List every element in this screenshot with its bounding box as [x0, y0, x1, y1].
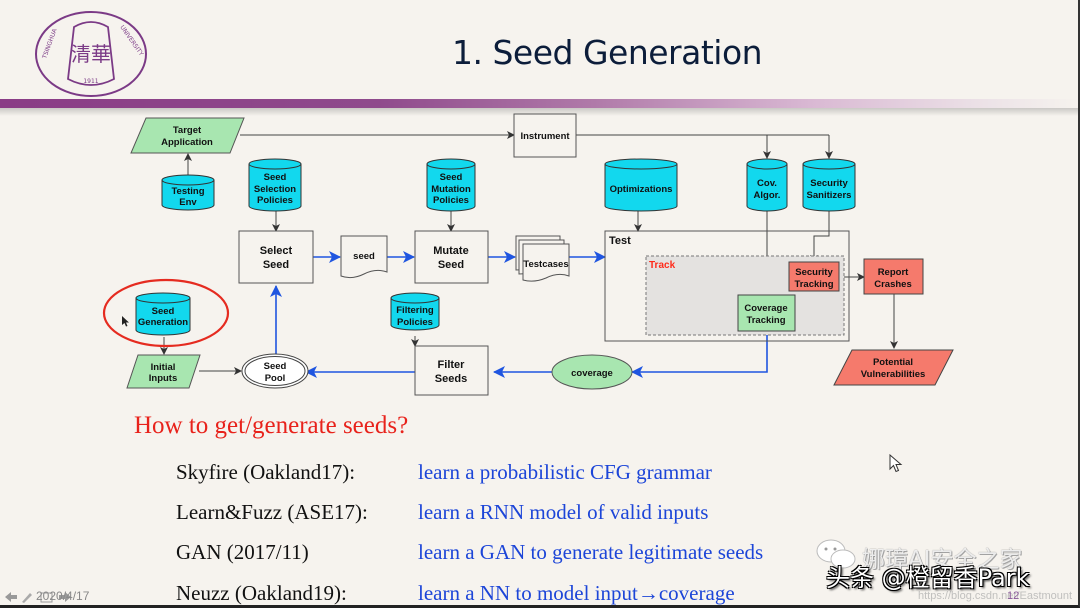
filtering-line2: Policies	[397, 317, 433, 328]
prev-slide-icon	[5, 592, 17, 602]
seed-gen-line2: Generation	[138, 317, 188, 328]
tsinghua-university-seal-icon: 清華 1911 TSINGHUA UNIVERSITY	[35, 11, 147, 97]
select-seed-line1: Select	[260, 245, 293, 257]
node-seed-selection-policies: Seed Selection Policies	[248, 158, 302, 212]
node-seed-mutation-policies: Seed Mutation Policies	[426, 158, 476, 212]
test-container	[604, 230, 850, 342]
header-accent-bar	[0, 99, 1080, 108]
seal-chars: 清華	[71, 42, 111, 66]
instrument-label: Instrument	[520, 131, 570, 142]
select-seed-line2: Seed	[263, 259, 289, 271]
initial-inputs-line1: Initial	[151, 362, 176, 373]
wechat-icon	[816, 539, 856, 569]
sec-san-line2: Sanitizers	[807, 190, 852, 201]
cov-algor-line1: Cov.	[757, 178, 777, 189]
cov-track-line1: Coverage	[744, 303, 787, 314]
approach-name: GAN (2017/11)	[176, 540, 309, 564]
node-target-application: Target Application	[130, 117, 245, 154]
track-label: Track	[649, 260, 676, 271]
approach-description: learn a probabilistic CFG grammar	[418, 460, 712, 484]
next-slide-icon	[59, 592, 71, 602]
node-mutate-seed: Mutate Seed	[414, 230, 489, 284]
slideshow-nav-controls[interactable]	[3, 590, 73, 604]
filtering-line1: Filtering	[396, 305, 434, 316]
node-security-sanitizers: Security Sanitizers	[802, 158, 856, 212]
ssp-line3: Policies	[257, 195, 293, 206]
smp-line2: Mutation	[431, 184, 471, 195]
smp-line1: Seed	[440, 172, 463, 183]
highlight-circle	[102, 278, 230, 348]
toutiao-watermark: 头条 @橙留香Park	[826, 564, 1030, 592]
mouse-cursor-icon	[889, 454, 903, 473]
sec-track-line1: Security	[795, 267, 833, 278]
approach-description: learn a RNN model of valid inputs	[418, 500, 709, 524]
cov-track-line2: Tracking	[746, 315, 785, 326]
approach-name: Neuzz (Oakland19):	[176, 581, 347, 605]
node-filtering-policies: Filtering Policies	[390, 292, 440, 331]
mouse-cursor-small-icon	[122, 316, 129, 327]
node-testcases: Testcases	[515, 235, 570, 282]
testcases-label: Testcases	[523, 259, 568, 270]
node-testing-env: Testing Env	[161, 174, 215, 211]
node-instrument: Instrument	[513, 113, 577, 158]
page-number: 12	[1007, 590, 1020, 602]
report-line1: Report	[878, 267, 909, 278]
coverage-label: coverage	[571, 368, 613, 379]
header-shadow	[0, 108, 1080, 116]
testing-env-line1: Testing	[171, 186, 204, 197]
approach-description: learn a GAN to generate legitimate seeds	[418, 540, 764, 564]
target-application-line2: Application	[161, 137, 213, 148]
seal-year: 1911	[83, 78, 98, 85]
report-line2: Crashes	[874, 279, 912, 290]
node-potential-vulnerabilities: Potential Vulnerabilities	[833, 349, 954, 386]
initial-inputs-line2: Inputs	[149, 373, 178, 384]
node-filter-seeds: Filter Seeds	[414, 345, 489, 396]
sec-san-line1: Security	[810, 178, 848, 189]
test-label: Test	[609, 235, 631, 247]
smp-line3: Policies	[433, 195, 469, 206]
optimizations-label: Optimizations	[610, 184, 673, 195]
wechat-watermark: 娜璋AI安全之家	[862, 547, 1023, 573]
node-seed-generation: Seed Generation	[135, 292, 191, 336]
node-coverage: coverage	[551, 354, 633, 390]
seed-pool-line2: Pool	[265, 373, 286, 384]
target-application-line1: Target	[173, 125, 202, 136]
filter-seeds-line1: Filter	[438, 359, 466, 371]
question-heading: How to get/generate seeds?	[134, 412, 409, 439]
node-seed-document: seed	[340, 235, 388, 279]
approach-name: Skyfire (Oakland17):	[176, 460, 356, 484]
slide-title: 1. Seed Generation	[452, 33, 763, 72]
approach-name: Learn&Fuzz (ASE17):	[176, 500, 368, 524]
seed-pool-line1: Seed	[264, 361, 287, 372]
node-optimizations: Optimizations	[604, 158, 678, 212]
mutate-seed-line1: Mutate	[433, 245, 468, 257]
url-watermark: https://blog.csdn.net/Eastmount	[918, 590, 1073, 602]
node-select-seed: Select Seed	[238, 230, 314, 284]
filter-seeds-line2: Seeds	[435, 373, 467, 385]
ssp-line2: Selection	[254, 184, 296, 195]
node-seed-pool: Seed Pool	[241, 353, 309, 389]
node-security-tracking: Security Tracking	[788, 261, 840, 292]
node-report-crashes: Report Crashes	[863, 258, 924, 295]
pv-line1: Potential	[873, 357, 913, 368]
pv-line2: Vulnerabilities	[861, 369, 926, 380]
footer-date: 2020/4/17	[36, 589, 90, 603]
slides-menu-icon	[40, 592, 53, 603]
node-cov-algor: Cov. Algor.	[746, 158, 788, 212]
pen-icon	[22, 593, 32, 603]
flow-arrows	[270, 251, 768, 378]
testing-env-line2: Env	[179, 197, 197, 208]
approach-description: learn a NN to model input→coverage	[418, 581, 735, 605]
node-initial-inputs: Initial Inputs	[126, 354, 201, 389]
mutate-seed-line2: Seed	[438, 259, 464, 271]
ssp-line1: Seed	[264, 172, 287, 183]
sec-track-line2: Tracking	[794, 279, 833, 290]
node-coverage-tracking: Coverage Tracking	[737, 294, 796, 332]
cov-algor-line2: Algor.	[754, 190, 781, 201]
seed-label: seed	[353, 251, 375, 262]
seed-gen-line1: Seed	[152, 306, 175, 317]
